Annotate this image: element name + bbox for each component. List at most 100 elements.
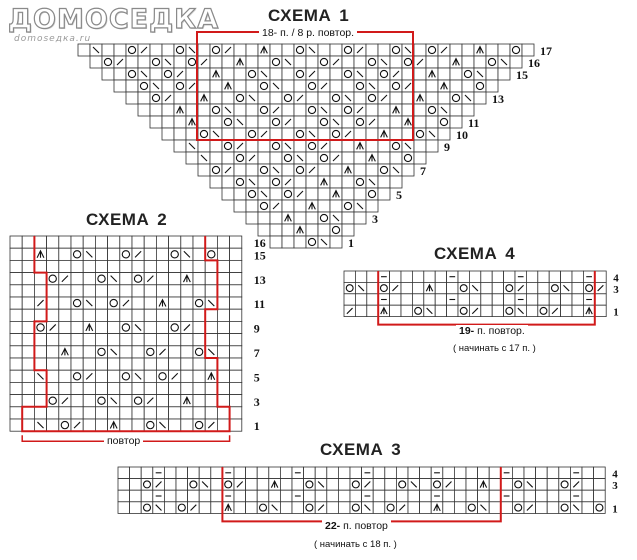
chart-cell	[70, 394, 84, 408]
dec-right-symbol	[317, 481, 325, 488]
chart-cell	[70, 333, 84, 347]
dec-right-symbol	[272, 82, 280, 90]
chart-cell	[233, 151, 247, 165]
chart-cell	[155, 357, 169, 371]
chart-cell	[353, 55, 367, 69]
site-logo[interactable]: ДОМОСЕДКА	[7, 3, 220, 35]
chart-cell	[70, 308, 84, 322]
chart-cell	[305, 79, 319, 93]
chart-cell	[233, 91, 247, 105]
yarn-over-symbol	[459, 284, 468, 293]
chart-cell	[291, 478, 305, 491]
chart-cell	[317, 151, 331, 165]
chart-cell	[221, 115, 235, 129]
site-logo-url[interactable]: domoseдка.ru	[14, 34, 92, 44]
dec-right-symbol	[440, 106, 448, 114]
chart-cell	[9, 308, 23, 322]
dec-left-symbol	[284, 118, 292, 126]
chart-cell	[9, 235, 23, 249]
chart-cell	[58, 247, 72, 261]
chart-cell	[257, 211, 271, 225]
chart-cell	[34, 308, 48, 322]
chart-cell	[389, 79, 403, 93]
chart-cell	[434, 270, 448, 283]
chart-cell	[480, 304, 493, 318]
chart-cell	[46, 259, 60, 273]
yarn-over-symbol	[127, 45, 137, 55]
chart-cell	[366, 281, 379, 295]
chart-cell	[343, 270, 356, 283]
chart-cell	[468, 270, 482, 283]
chart-cell	[581, 489, 595, 503]
dec-right-symbol	[500, 58, 508, 66]
chart-cell	[9, 357, 23, 371]
chart-cell	[175, 466, 189, 480]
dec-right-symbol	[526, 481, 534, 488]
chart-cell	[449, 103, 463, 117]
chart-cell	[423, 270, 436, 283]
chart-cell	[341, 79, 355, 93]
chart-cell	[305, 211, 319, 225]
chart-cell	[449, 115, 463, 129]
central-dec-symbol	[320, 177, 328, 186]
yarn-over-symbol	[391, 45, 401, 55]
chart-cell	[281, 199, 295, 213]
chart-cell	[168, 345, 182, 359]
chart-cell	[95, 284, 109, 298]
chart-cell	[70, 357, 84, 371]
chart-cell	[256, 489, 270, 503]
chart-cell	[571, 270, 584, 283]
dec-right-symbol	[260, 70, 268, 78]
chart-cell	[34, 235, 48, 249]
dec-right-symbol	[134, 324, 142, 331]
chart-cell	[131, 272, 145, 286]
chart-cell	[269, 43, 283, 57]
dec-right-symbol	[392, 166, 400, 174]
chart-cell	[95, 418, 109, 432]
yarn-over-symbol	[187, 57, 197, 67]
chart-cell	[425, 115, 439, 129]
chart-cell	[377, 175, 391, 189]
yarn-over-symbol	[224, 480, 233, 489]
chart-cell	[95, 333, 109, 347]
chart-cell	[143, 284, 157, 298]
yarn-over-symbol	[550, 284, 559, 293]
dec-right-symbol	[212, 130, 220, 138]
chart-cell	[9, 247, 23, 261]
yarn-over-symbol	[259, 201, 269, 211]
dec-right-symbol	[332, 118, 340, 126]
yarn-over-symbol	[121, 250, 131, 259]
dec-left-symbol	[164, 94, 172, 102]
chart-cell	[95, 308, 109, 322]
chart-cell	[465, 478, 479, 491]
dec-left-symbol	[248, 154, 256, 162]
chart-cell	[101, 43, 115, 57]
chart-cell	[149, 67, 163, 81]
chart-cell	[119, 247, 133, 261]
dec-right-symbol	[200, 154, 208, 162]
chart-cell	[125, 79, 139, 93]
scheme-2-repeat-label: повтор	[104, 435, 144, 447]
chart-cell	[245, 43, 259, 57]
chart-cell	[537, 293, 550, 306]
scheme-3-repeat-label: 22- п. повтор	[322, 520, 391, 532]
chart-cell	[366, 270, 379, 283]
dec-left-symbol	[344, 130, 352, 138]
chart-cell	[305, 91, 319, 105]
dec-right-symbol	[404, 46, 412, 54]
chart-cell	[281, 151, 295, 165]
row-number-label: 17	[540, 44, 552, 58]
yarn-over-symbol	[194, 298, 204, 308]
yarn-over-symbol	[560, 480, 569, 489]
chart-cell	[389, 115, 403, 129]
yarn-over-symbol	[439, 117, 449, 127]
chart-cell	[457, 304, 470, 318]
chart-cell	[457, 281, 470, 295]
chart-cell	[303, 489, 316, 503]
chart-cell	[137, 103, 151, 117]
chart-cell	[192, 418, 206, 432]
chart-cell	[149, 91, 163, 105]
chart-cell	[155, 333, 169, 347]
chart-cell	[209, 43, 223, 57]
chart-cell	[413, 43, 427, 57]
